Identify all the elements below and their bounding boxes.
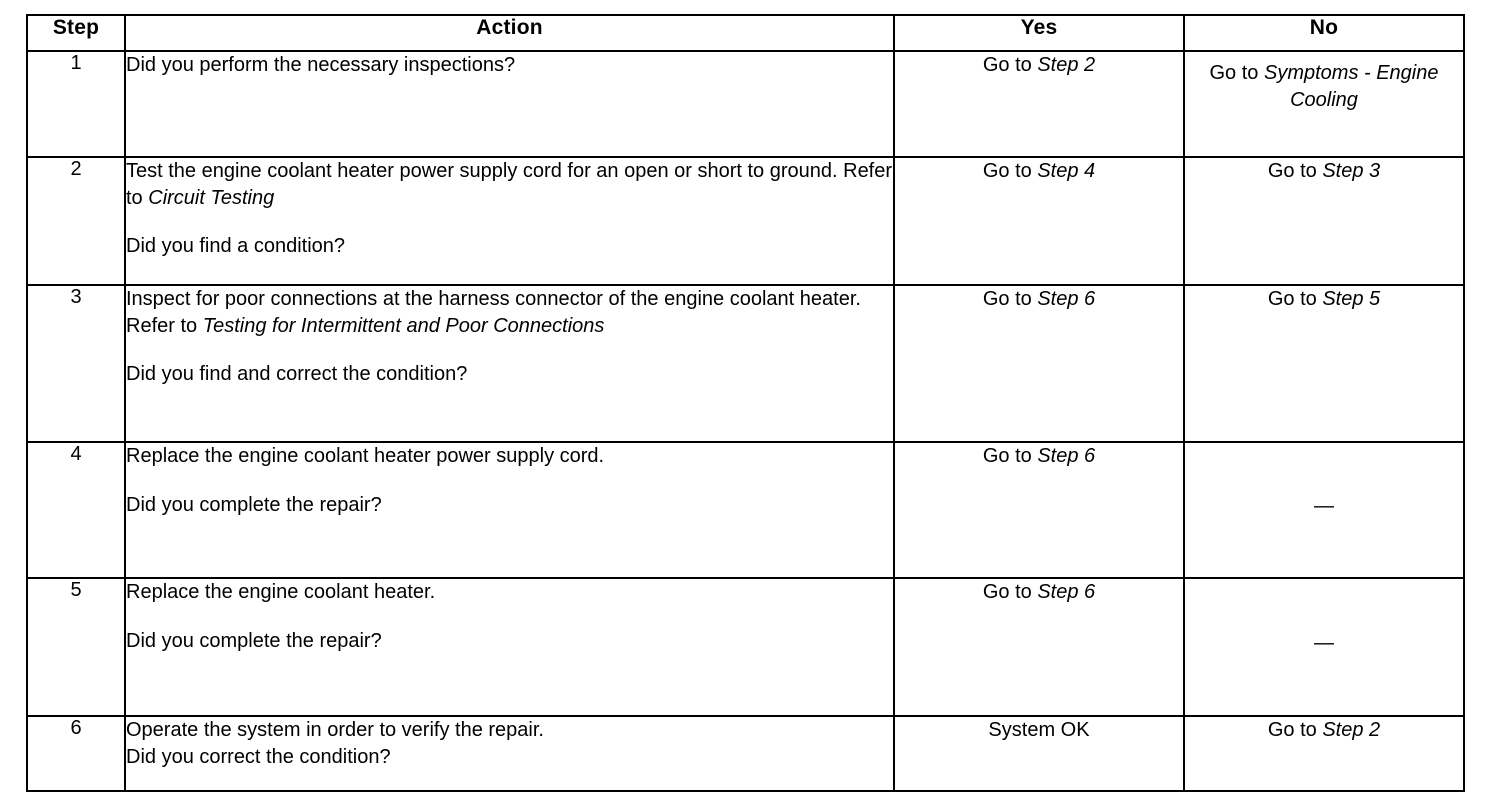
no-reference: Step 3 — [1322, 160, 1381, 182]
action-cell: Operate the system in order to verify th… — [124, 715, 895, 792]
yes-cell: Go to Step 6 — [893, 284, 1185, 443]
action-instruction: Inspect for poor connections at the harn… — [126, 286, 893, 341]
action-question: Did you complete the repair? — [126, 630, 382, 653]
no-reference: Step 5 — [1322, 288, 1381, 310]
yes-cell: Go to Step 2 — [893, 50, 1185, 158]
step-number-cell: 3 — [26, 284, 126, 443]
yes-prefix: System OK — [988, 719, 1090, 741]
yes-prefix: Go to — [982, 581, 1038, 603]
table-row: 2 Test the engine coolant heater power s… — [26, 156, 1465, 286]
table-row: 6 Operate the system in order to verify … — [26, 715, 1465, 792]
action-spacer — [126, 341, 893, 361]
action-instruction-text: Replace the engine coolant heater. — [126, 581, 436, 603]
action-spacer — [126, 470, 893, 492]
no-dash: — — [1314, 495, 1334, 518]
yes-cell: Go to Step 6 — [893, 441, 1185, 579]
yes-reference: Step 2 — [1037, 54, 1096, 76]
table-row: 5 Replace the engine coolant heater. Did… — [26, 577, 1465, 717]
action-cell: Replace the engine coolant heater. Did y… — [124, 577, 895, 717]
action-question: Did you find a condition? — [126, 234, 346, 257]
table-row: 4 Replace the engine coolant heater powe… — [26, 441, 1465, 579]
table-body: 1 Did you perform the necessary inspecti… — [26, 50, 1465, 792]
no-cell: Go to Step 5 — [1183, 284, 1465, 443]
action-instruction: Did you perform the necessary inspection… — [126, 52, 893, 79]
action-cell: Replace the engine coolant heater power … — [124, 441, 895, 579]
no-cell: Go to Symptoms - Engine Cooling — [1183, 50, 1465, 158]
action-spacer — [126, 213, 893, 233]
action-instruction-text: Replace the engine coolant heater power … — [126, 445, 605, 467]
action-question: Did you correct the condition? — [126, 746, 391, 769]
action-instruction-text: Did you perform the necessary inspection… — [126, 54, 516, 76]
action-instruction: Operate the system in order to verify th… — [126, 717, 893, 744]
no-cell: — — [1183, 441, 1465, 579]
step-number-cell: 2 — [26, 156, 126, 286]
no-reference: Symptoms - Engine Cooling — [1263, 62, 1439, 112]
action-cell: Did you perform the necessary inspection… — [124, 50, 895, 158]
action-instruction: Replace the engine coolant heater power … — [126, 443, 893, 470]
yes-prefix: Go to — [982, 445, 1038, 467]
no-reference: Step 2 — [1322, 719, 1381, 741]
action-instruction-text: Operate the system in order to verify th… — [126, 719, 544, 741]
action-cell: Inspect for poor connections at the harn… — [124, 284, 895, 443]
diagnostic-table: Step Action Yes No 1 Did you perform the… — [26, 14, 1465, 792]
no-prefix: Go to — [1267, 160, 1323, 182]
yes-prefix: Go to — [982, 288, 1038, 310]
no-prefix: Go to — [1267, 288, 1323, 310]
step-number-cell: 1 — [26, 50, 126, 158]
yes-prefix: Go to — [982, 160, 1038, 182]
yes-prefix: Go to — [982, 54, 1038, 76]
table-row: 1 Did you perform the necessary inspecti… — [26, 50, 1465, 158]
column-header-no: No — [1183, 14, 1465, 52]
action-spacer — [126, 606, 893, 628]
action-question: Did you find and correct the condition? — [126, 362, 468, 385]
yes-reference: Step 6 — [1037, 445, 1096, 467]
yes-reference: Step 6 — [1037, 581, 1096, 603]
no-dash: — — [1314, 632, 1334, 655]
yes-cell: Go to Step 4 — [893, 156, 1185, 286]
yes-reference: Step 6 — [1037, 288, 1096, 310]
no-prefix: Go to — [1267, 719, 1323, 741]
action-reference: Circuit Testing — [148, 187, 275, 210]
step-number-cell: 4 — [26, 441, 126, 579]
action-instruction: Test the engine coolant heater power sup… — [126, 158, 893, 213]
step-number-cell: 5 — [26, 577, 126, 717]
action-instruction: Replace the engine coolant heater. — [126, 579, 893, 606]
header-row: Step Action Yes No — [26, 14, 1465, 52]
action-instruction-text: Inspect for poor connections at the harn… — [126, 288, 861, 338]
column-header-yes: Yes — [893, 14, 1185, 52]
no-cell: Go to Step 3 — [1183, 156, 1465, 286]
column-header-action: Action — [124, 14, 895, 52]
yes-cell: System OK — [893, 715, 1185, 792]
no-cell: — — [1183, 577, 1465, 717]
yes-cell: Go to Step 6 — [893, 577, 1185, 717]
action-cell: Test the engine coolant heater power sup… — [124, 156, 895, 286]
yes-reference: Step 4 — [1037, 160, 1096, 182]
table-header: Step Action Yes No — [26, 14, 1465, 52]
action-instruction-text: Test the engine coolant heater power sup… — [126, 160, 893, 210]
column-header-step: Step — [26, 14, 126, 52]
action-reference: Testing for Intermittent and Poor Connec… — [202, 315, 605, 338]
table-row: 3 Inspect for poor connections at the ha… — [26, 284, 1465, 443]
action-question: Did you complete the repair? — [126, 494, 382, 517]
no-prefix: Go to — [1209, 62, 1264, 84]
no-cell: Go to Step 2 — [1183, 715, 1465, 792]
step-number-cell: 6 — [26, 715, 126, 792]
